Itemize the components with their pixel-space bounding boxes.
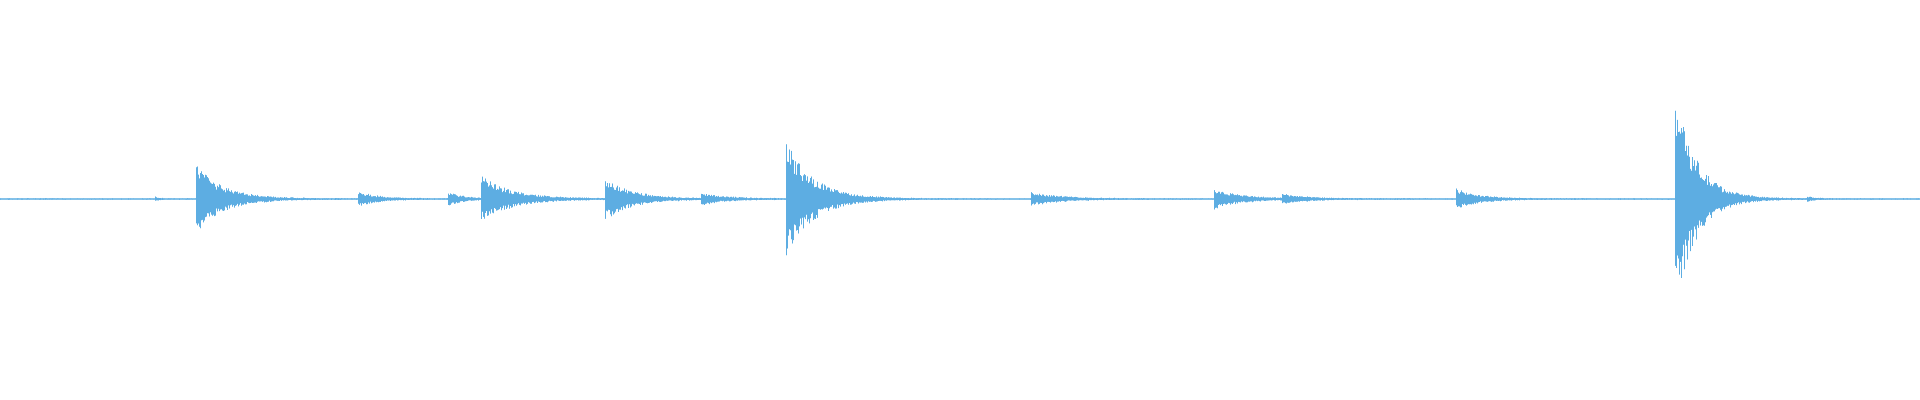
waveform-series bbox=[0, 110, 1920, 278]
